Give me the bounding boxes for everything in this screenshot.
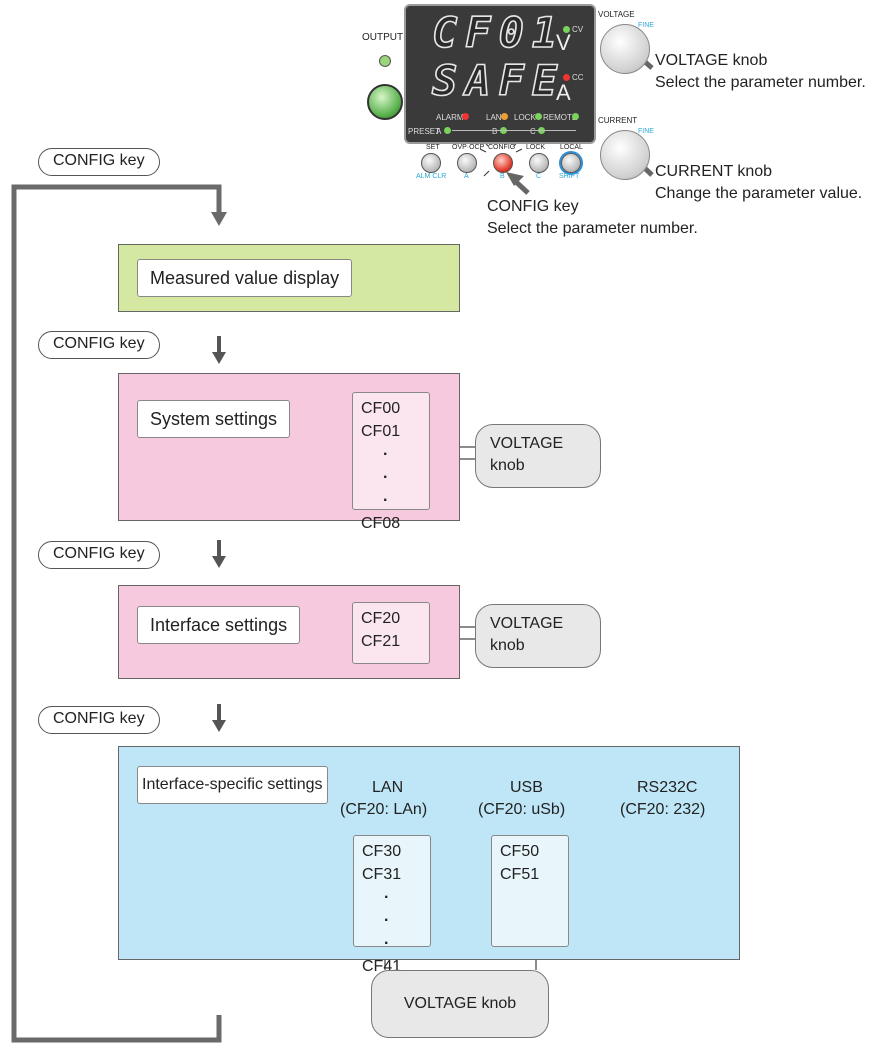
lan-led [501, 113, 508, 120]
remote-led [572, 113, 579, 120]
config-key-pill: CONFIG key [38, 331, 160, 359]
voltage-knob-callout: VOLTAGE knob [475, 424, 601, 488]
system-param-list: CF00 CF01 ··· CF08 [352, 392, 430, 532]
down-arrow [212, 540, 226, 568]
display-bottom: SAFE [431, 55, 566, 106]
preset-a-label: A [436, 127, 442, 136]
preset-label: PRESET [408, 127, 441, 136]
usb-condition: (CF20: uSb) [478, 801, 566, 818]
preset-a-key-label: A [464, 173, 469, 180]
current-knob[interactable] [600, 130, 650, 180]
output-led [379, 55, 391, 67]
voltage-knob-callout: VOLTAGE knob [475, 604, 601, 668]
preset-a-led [444, 127, 451, 134]
param-cf08: CF08 [361, 515, 401, 532]
config-key-title: CONFIG key [487, 198, 579, 215]
usb-label: USB [510, 779, 543, 796]
unit-v: V [556, 30, 571, 55]
config-key-pill: CONFIG key [38, 706, 160, 734]
cv-label: CV [572, 25, 584, 34]
preset-c-label: C [530, 127, 536, 136]
usb-param-list: CF50 CF51 [491, 835, 569, 947]
lan-condition: (CF20: LAn) [340, 801, 428, 818]
display-top: CF01 [431, 7, 566, 58]
callout-line: knob [490, 457, 525, 474]
set-label: SET [426, 144, 440, 151]
config-key-pill: CONFIG key [38, 148, 160, 176]
stage-measured-title: Measured value display [137, 259, 353, 297]
ovp-ocp-label: OVP·OCP [452, 144, 485, 151]
current-knob-desc: Change the parameter value. [655, 185, 863, 202]
alarm-led [462, 113, 469, 120]
unit-a: A [556, 80, 571, 105]
voltage-knob-callout-bottom: VOLTAGE knob [371, 970, 549, 1038]
param-cf31: CF31 [362, 866, 402, 883]
param-cf00: CF00 [361, 400, 401, 417]
voltage-knob-title: VOLTAGE knob [655, 52, 768, 69]
rs232c-condition: (CF20: 232) [620, 801, 706, 818]
current-fine-label: FINE [638, 128, 654, 135]
loop-back-line [11, 184, 222, 1043]
lock-label: LOCK [514, 113, 536, 122]
callout-line: knob [490, 637, 525, 654]
local-button[interactable] [561, 153, 581, 173]
shift-label: SHIFT [559, 173, 580, 180]
voltage-knob-label: VOLTAGE [598, 10, 635, 19]
remote-label: REMOTE [543, 113, 578, 122]
cc-led [563, 74, 570, 81]
interface-param-list: CF20 CF21 [352, 602, 430, 664]
stage-interface-title: Interface settings [137, 606, 301, 644]
param-cf51: CF51 [500, 866, 540, 883]
voltage-knob[interactable] [600, 24, 650, 74]
rs232c-label: RS232C [637, 779, 698, 796]
preset-c-key-label: C [536, 173, 542, 180]
stage-interface-specific-title: Interface-specific settings [137, 766, 328, 804]
callout-line: VOLTAGE [490, 435, 564, 452]
preset-line [452, 130, 576, 131]
preset-b-label: B [492, 127, 498, 136]
loop-arrow-head [211, 212, 227, 226]
config-button[interactable] [493, 153, 513, 173]
down-arrow [212, 336, 226, 364]
alm-clr-label: ALM CLR [416, 173, 447, 180]
cv-led [563, 26, 570, 33]
set-button[interactable] [421, 153, 441, 173]
callout-line: VOLTAGE [490, 615, 564, 632]
lan-param-list: CF30 CF31 ··· CF41 [353, 835, 431, 975]
lan-label: LAN [486, 113, 502, 122]
param-cf30: CF30 [362, 843, 402, 860]
param-cf21: CF21 [361, 633, 401, 650]
lock-button[interactable] [529, 153, 549, 173]
pointer-arrow [506, 172, 530, 195]
config-label: CONFIG [488, 144, 516, 151]
local-label: LOCAL [560, 144, 583, 151]
down-arrow [212, 704, 226, 732]
lan-label: LAN [372, 779, 404, 796]
config-key-pill: CONFIG key [38, 541, 160, 569]
stage-system-title: System settings [137, 400, 291, 438]
lock-key-label: LOCK [526, 144, 546, 151]
output-button[interactable] [367, 84, 403, 120]
alarm-label: ALARM [436, 113, 464, 122]
preset-b-key-label: B [500, 173, 505, 180]
param-cf20: CF20 [361, 610, 401, 627]
output-label: OUTPUT [362, 32, 404, 43]
current-knob-label: CURRENT [598, 116, 638, 125]
config-key-desc: Select the parameter number. [487, 220, 698, 237]
param-cf01: CF01 [361, 423, 401, 440]
voltage-fine-label: FINE [638, 22, 654, 29]
lock-led [535, 113, 542, 120]
ovp-ocp-button[interactable] [457, 153, 477, 173]
voltage-knob-desc: Select the parameter number. [655, 74, 866, 91]
ellipsis: ··· [384, 889, 390, 952]
current-knob-title: CURRENT knob [655, 163, 773, 180]
cc-label: CC [572, 73, 584, 82]
param-cf50: CF50 [500, 843, 540, 860]
ellipsis: ··· [383, 446, 389, 509]
